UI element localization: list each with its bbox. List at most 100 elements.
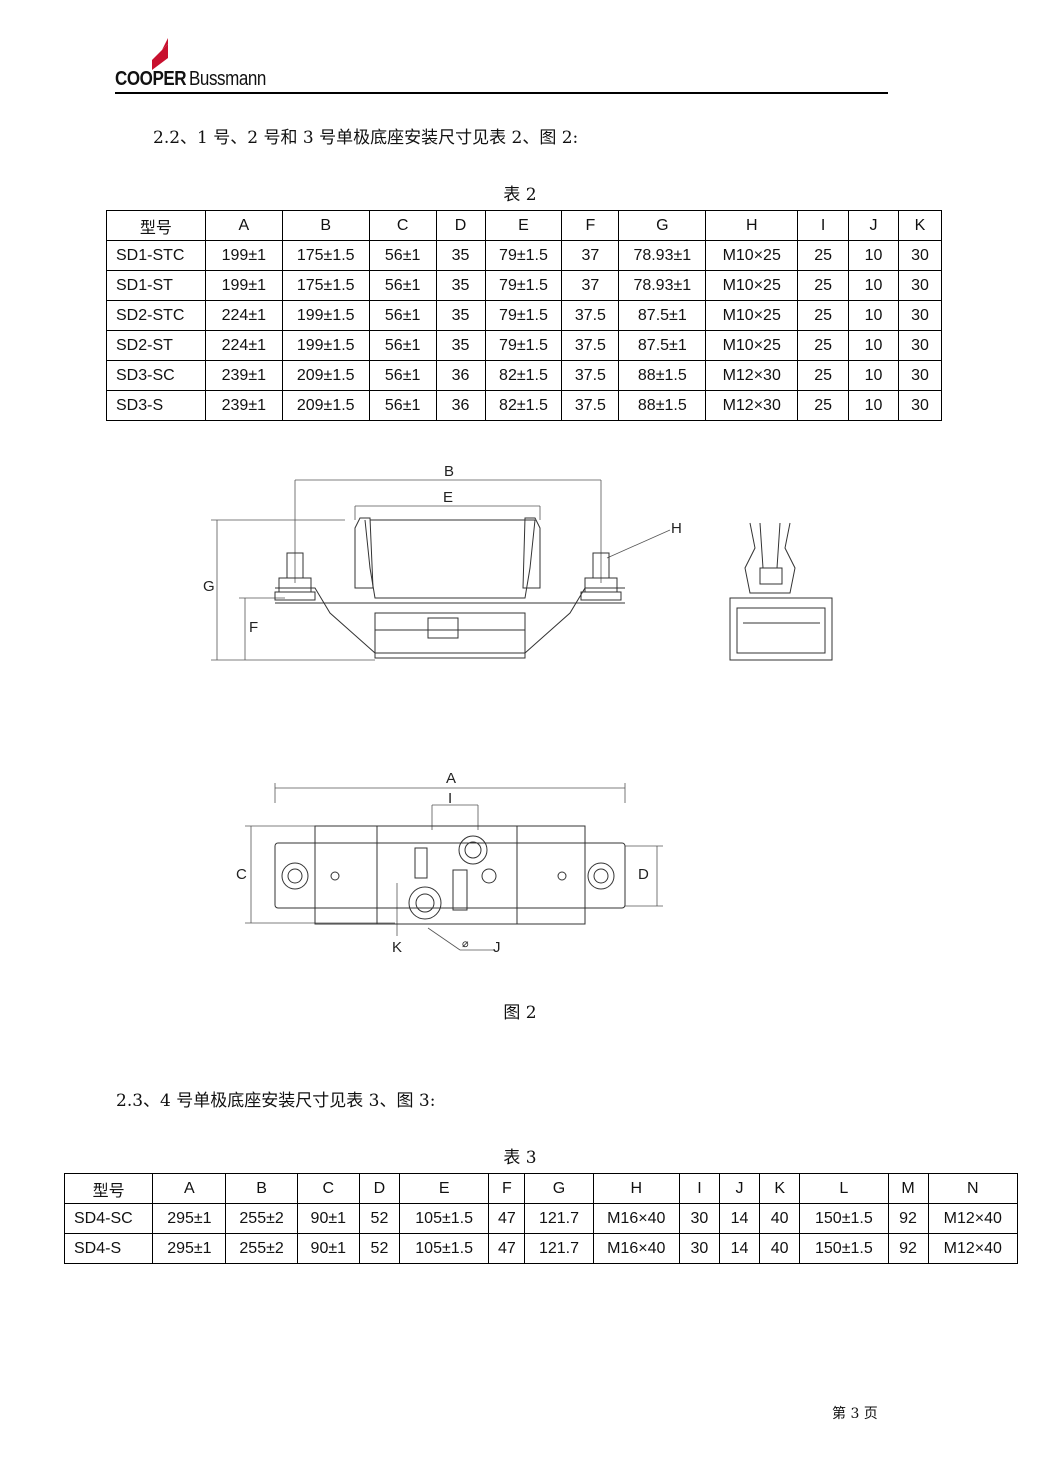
table-cell: 79±1.5 [484,240,563,271]
table-cell: 37.5 [561,360,620,391]
figure-label-B: B [444,463,454,480]
table-cell: 10 [848,330,899,361]
table-cell: M10×25 [705,270,799,301]
table-cell: 35 [435,300,486,331]
table-cell: 255±2 [225,1233,298,1264]
model-cell: SD3-S [106,390,206,421]
section-2-2-heading: 2.2、1 号、2 号和 3 号单极底座安装尺寸见表 2、图 2: [153,128,579,148]
table-cell: 90±1 [296,1203,360,1234]
table-cell: 199±1 [204,240,283,271]
table-cell: 175±1.5 [281,270,370,301]
table-cell: 37 [561,270,620,301]
table-cell: 35 [435,330,486,361]
column-header-c: C [368,210,437,241]
table-cell: 56±1 [368,360,437,391]
table-cell: 10 [848,300,899,331]
table-cell: 199±1.5 [281,300,370,331]
base-body-front [274,517,625,659]
column-header-h: H [705,210,799,241]
model-cell: SD3-SC [106,360,206,391]
column-header-e: E [399,1173,490,1204]
column-header-i: I [678,1173,720,1204]
table-cell: 82±1.5 [484,360,563,391]
table-cell: 30 [678,1203,720,1234]
table-cell: 255±2 [225,1203,298,1234]
table-cell: 209±1.5 [281,360,370,391]
table-cell: 37.5 [561,330,620,361]
table-cell: 40 [759,1203,801,1234]
table-3-caption: 表 3 [503,1148,537,1168]
model-cell: SD1-STC [106,240,206,271]
table-cell: 79±1.5 [484,330,563,361]
figure-label-E: E [443,489,453,506]
table-cell: M10×25 [705,240,799,271]
figure-label-K: K [392,939,402,956]
figure-label-G: G [203,578,215,595]
table-cell: 92 [887,1233,929,1264]
table-cell: 105±1.5 [399,1203,490,1234]
table-cell: 36 [435,390,486,421]
column-header-h: H [592,1173,680,1204]
table-cell: 56±1 [368,390,437,421]
column-header-d: D [435,210,486,241]
table-cell: 30 [897,270,943,301]
table-cell: 10 [848,270,899,301]
column-header-c: C [296,1173,360,1204]
table-cell: 37 [561,240,620,271]
table-cell: 37.5 [561,390,620,421]
table-cell: 14 [718,1203,761,1234]
table-cell: 25 [797,300,850,331]
base-body-plan [245,783,663,951]
table-cell: 199±1 [204,270,283,301]
column-header-f: F [561,210,620,241]
table-cell: 52 [358,1233,401,1264]
brand-secondary: Bussmann [188,68,266,90]
table-cell: 40 [759,1233,801,1264]
table-cell: 56±1 [368,240,437,271]
model-cell: SD1-ST [106,270,206,301]
table-cell: 36 [435,360,486,391]
table-cell: 30 [897,300,943,331]
table-cell: 25 [797,330,850,361]
page-number: 第 3 页 [832,1406,878,1422]
table-cell: 35 [435,240,486,271]
dimension-lines [211,479,671,661]
table-cell: 82±1.5 [484,390,563,421]
table-cell: 87.5±1 [618,300,707,331]
table-cell: 87.5±1 [618,330,707,361]
column-header-i: I [797,210,850,241]
table-cell: 224±1 [204,330,283,361]
table-cell: 78.93±1 [618,240,707,271]
column-header-k: K [759,1173,801,1204]
column-header-k: K [897,210,943,241]
table-cell: M10×25 [705,330,799,361]
column-header-j: J [848,210,899,241]
table-cell: 25 [797,270,850,301]
figure-label-D: D [638,866,649,883]
column-header-f: F [488,1173,526,1204]
table-cell: 88±1.5 [618,360,707,391]
figure-label-A: A [446,770,456,787]
table-cell: 150±1.5 [799,1203,889,1234]
table-cell: 88±1.5 [618,390,707,421]
figure-2-drawing: B E H G F A I C D K J ⌀ [203,463,833,956]
table-cell: 121.7 [524,1203,594,1234]
table-cell: M16×40 [592,1233,680,1264]
table-cell: 47 [488,1203,526,1234]
table-cell: 56±1 [368,300,437,331]
table-cell: 239±1 [204,390,283,421]
figure-label-F: F [249,619,258,636]
column-header-g: G [618,210,707,241]
table-cell: M12×30 [705,360,799,391]
column-header-model: 型号 [106,210,206,241]
table-cell: 25 [797,240,850,271]
figure-2-caption: 图 2 [503,1003,537,1023]
